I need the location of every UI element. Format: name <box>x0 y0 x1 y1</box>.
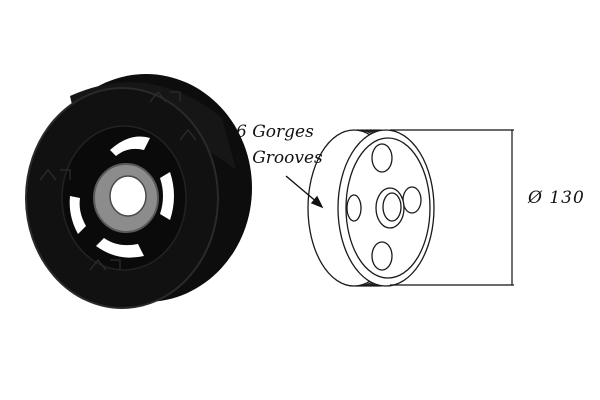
drawing-hole-top <box>371 143 393 173</box>
drawing-hole-left <box>346 194 362 222</box>
grooves-label-en: 6 Grooves <box>236 148 323 168</box>
grooves-label-fr: 6 Gorges <box>236 122 314 142</box>
groove-leader-arrow <box>285 175 324 209</box>
drawing-hub-inner <box>382 192 402 222</box>
drawing-hole-right <box>402 186 422 214</box>
pulley-window-bottom <box>96 238 144 258</box>
diameter-label: Ø 130 <box>528 188 585 208</box>
pulley-window-top <box>110 136 150 156</box>
pulley-photo <box>25 74 252 309</box>
pulley-window-right <box>160 172 174 220</box>
pulley-hub-hole <box>109 175 147 217</box>
drawing-hole-bottom <box>371 241 393 271</box>
watermark-logos <box>39 91 197 271</box>
pulley-drawing <box>307 129 435 287</box>
diameter-dimension <box>390 129 514 286</box>
pulley-window-left <box>69 196 86 234</box>
